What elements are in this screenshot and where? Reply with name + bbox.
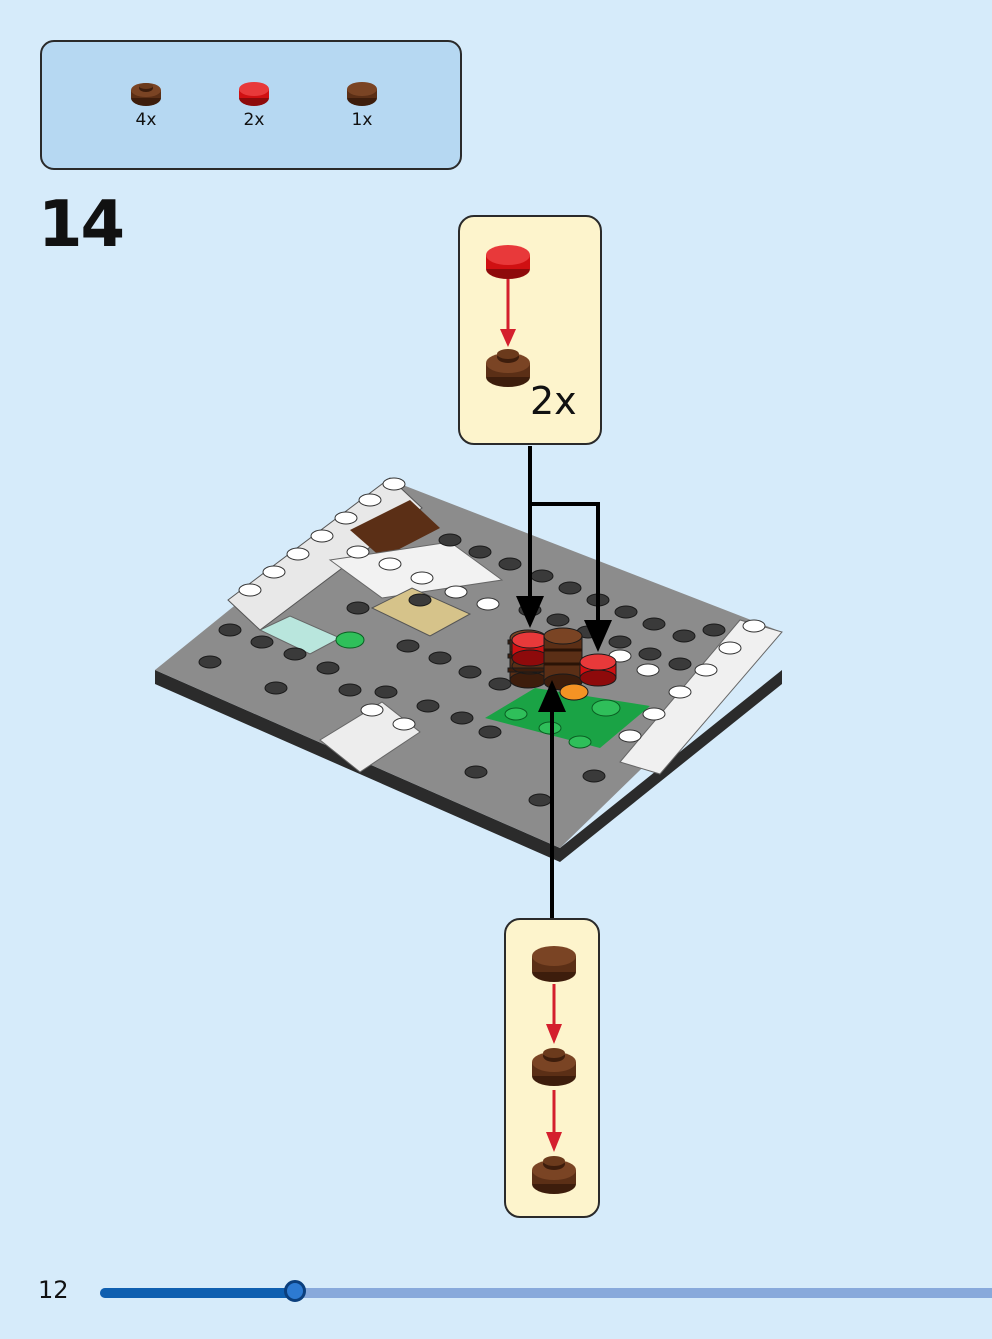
- sub-assembly-callout-top: 2x: [458, 215, 602, 445]
- brown-round-plate-icon: [131, 83, 161, 106]
- part-quantity: 4x: [135, 110, 157, 130]
- part-quantity: 1x: [351, 110, 373, 130]
- progress-track: [100, 1288, 992, 1298]
- progress-fill: [100, 1288, 298, 1298]
- part-quantity: 2x: [243, 110, 265, 130]
- step-number: 14: [38, 188, 125, 262]
- part-red-tile: 2x: [224, 80, 284, 130]
- sub-assembly-callout-bottom: [504, 918, 600, 1218]
- part-brown-plate: 4x: [116, 80, 176, 130]
- red-round-tile-icon: [239, 82, 269, 106]
- callout-quantity: 2x: [530, 379, 577, 423]
- stack-brown-tile-plates-illustration: [532, 946, 576, 1194]
- part-brown-tile: 1x: [332, 80, 392, 130]
- progress-handle[interactable]: [284, 1280, 306, 1302]
- page-number: 12: [38, 1276, 69, 1304]
- parts-list-box: 4x 2x 1x: [40, 40, 462, 170]
- lego-model-illustration: [155, 477, 783, 862]
- stack-red-on-brown-illustration: [486, 245, 530, 387]
- brown-round-tile-icon: [347, 82, 377, 106]
